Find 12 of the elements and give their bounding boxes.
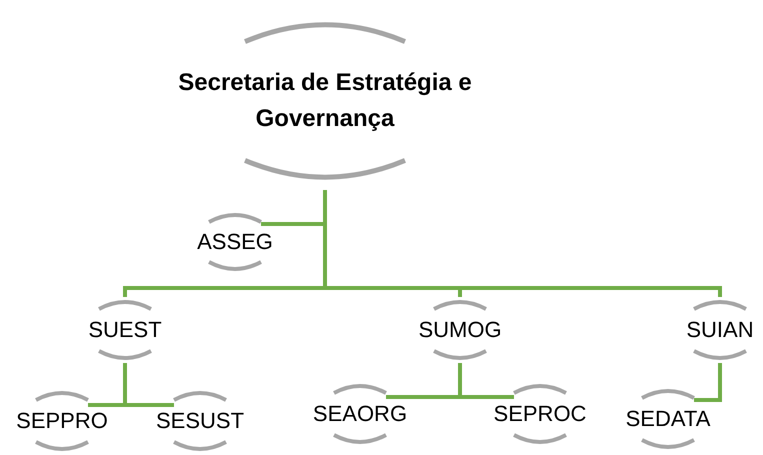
unit-name: ASSEG (197, 229, 273, 255)
unit-name: SEDATA (626, 406, 710, 432)
connector-line (694, 363, 722, 402)
unit-name: Secretaria de Estratégia e Governança (177, 68, 473, 134)
unit-name: SUIAN (686, 317, 754, 343)
unit-name: SUMOG (418, 317, 502, 343)
unit-name: SUEST (88, 317, 162, 343)
unit-name: SEAORG (312, 401, 408, 427)
connector-line (323, 190, 722, 297)
unit-name: SESUST (156, 408, 244, 434)
unit-name: SEPROC (494, 401, 586, 427)
unit-name: SEPPRO (16, 408, 108, 434)
